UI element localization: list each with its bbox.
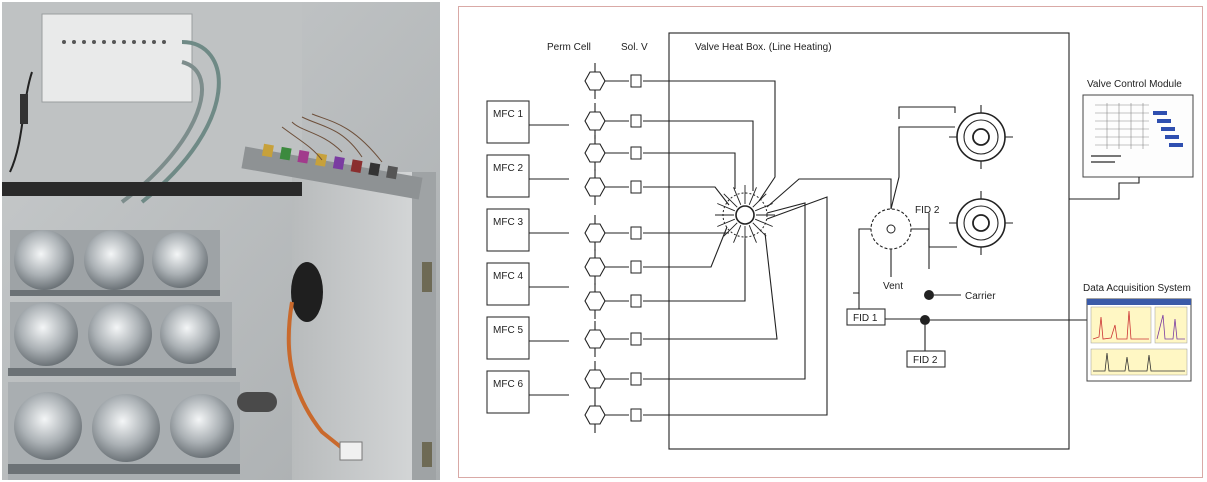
valve-heat-box: [668, 32, 1070, 450]
fid-switching-valve: FID 2: [870, 205, 940, 250]
valve-port-spoke: [748, 224, 757, 243]
stream-lines: [643, 80, 957, 416]
perm-cell-rack: [8, 230, 240, 480]
mfc-4-box: [486, 262, 530, 306]
solenoid-valve: [630, 294, 642, 308]
valve-port-spoke: [723, 222, 738, 237]
valve-heat-box-label: Valve Heat Box. (Line Heating): [695, 42, 832, 53]
valve-port-spoke: [748, 187, 757, 206]
solenoid-valve: [630, 226, 642, 240]
solenoid-valve: [630, 408, 642, 422]
valve-port-spoke: [717, 218, 736, 227]
fid-2-label: FID 2: [913, 355, 938, 366]
vent-label: Vent: [883, 281, 903, 292]
perm-cell: [584, 71, 606, 91]
mfc-5-label: MFC 5: [493, 325, 523, 336]
mfc-1-box: [486, 100, 530, 144]
data-acquisition-label: Data Acquisition System: [1083, 283, 1191, 294]
solenoid-valve: [630, 260, 642, 274]
perm-cell: [584, 291, 606, 311]
mfc-2-label: MFC 2: [493, 163, 523, 174]
mfc-2-box: [486, 154, 530, 198]
mfc-6-label: MFC 6: [493, 379, 523, 390]
perm-cell-column: [584, 63, 642, 433]
data-acquisition-system: [1086, 298, 1192, 382]
mfc-3-box: [486, 208, 530, 252]
fid-valve-label: FID 2: [915, 205, 940, 216]
schematic-diagram: Perm Cell Sol. V Valve Heat Box. (Line H…: [458, 6, 1203, 478]
perm-cell: [584, 257, 606, 277]
mfc-5-box: [486, 316, 530, 360]
stream-select-valve: [715, 185, 775, 245]
solenoid-valve: [630, 74, 642, 88]
fid-1-label: FID 1: [853, 313, 878, 324]
perm-cell: [584, 223, 606, 243]
solenoid-valve: [630, 180, 642, 194]
apparatus-photo: [2, 2, 440, 480]
fid-junction: [920, 315, 930, 325]
valve-port-spoke: [723, 193, 738, 208]
perm-cell: [584, 177, 606, 197]
rotary-valve-lower: [949, 191, 1013, 255]
solenoid-valve: [630, 146, 642, 160]
perm-cell: [584, 329, 606, 349]
rotary-valve-upper: [949, 105, 1013, 169]
perm-cell: [584, 143, 606, 163]
solenoid-valve: [630, 114, 642, 128]
solenoid-valve: [630, 372, 642, 386]
mfc-6-box: [486, 370, 530, 414]
valve-port-spoke: [754, 218, 773, 227]
fid-1-box: [846, 308, 886, 326]
valve-port-spoke: [752, 222, 767, 237]
mfc-4-label: MFC 4: [493, 271, 523, 282]
perm-cell: [584, 405, 606, 425]
valve-control-module-label: Valve Control Module: [1087, 79, 1182, 90]
sol-v-label: Sol. V: [621, 42, 648, 53]
carrier-label: Carrier: [965, 291, 996, 302]
valve-control-module: [1082, 94, 1194, 178]
mfc-1-label: MFC 1: [493, 109, 523, 120]
valve-port-spoke: [717, 203, 736, 212]
solenoid-valve: [630, 332, 642, 346]
perm-cell-label: Perm Cell: [547, 42, 591, 53]
valve-port-spoke: [733, 224, 742, 243]
perm-cell: [584, 111, 606, 131]
valve-port-spoke: [733, 187, 742, 206]
mfc-group: MFC 1 MFC 2 MFC 3 MFC 4 MFC 5 MFC 6: [486, 100, 530, 414]
fid-2-box: [906, 350, 946, 368]
mfc-3-label: MFC 3: [493, 217, 523, 228]
perm-cell: [584, 369, 606, 389]
carrier-junction: [924, 290, 934, 300]
